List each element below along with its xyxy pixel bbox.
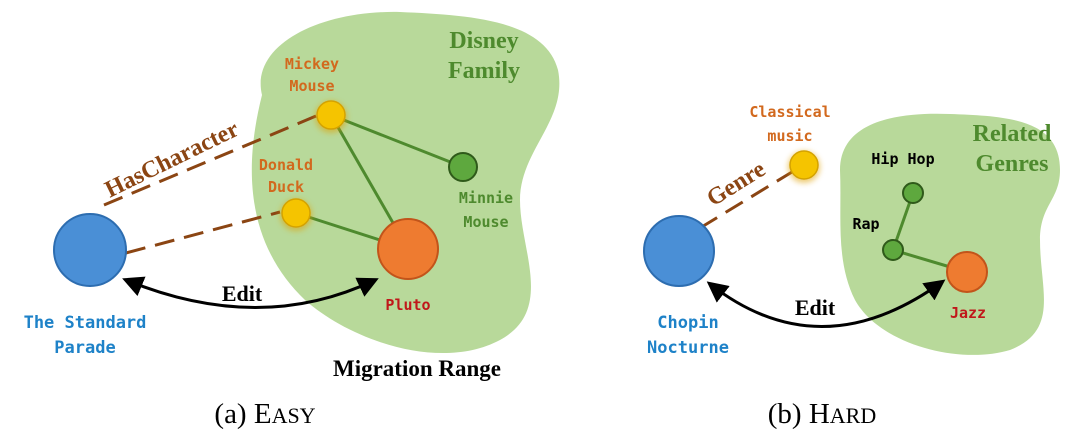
label-donald-line1: Donald: [259, 156, 313, 174]
caption-easy: (a) EASY: [214, 398, 315, 430]
node-rap: [882, 239, 904, 261]
node-minnie-mouse: [448, 152, 478, 182]
label-minnie-line2: Mouse: [463, 213, 508, 231]
label-classical-line2: music: [767, 127, 812, 145]
label-chopin-line2: Nocturne: [647, 338, 729, 358]
label-donald-line2: Duck: [268, 178, 304, 196]
node-mickey-mouse: [316, 100, 346, 130]
label-pluto: Pluto: [385, 296, 430, 314]
label-chopin-line1: Chopin: [657, 313, 718, 333]
relation-line-to-donald: [125, 210, 281, 255]
caption-hard: (b) HARD: [768, 398, 876, 430]
label-rap: Rap: [852, 215, 879, 233]
panel-hard: Related Genres Genre Classical music Hip…: [643, 103, 1060, 430]
label-jazz: Jazz: [950, 304, 986, 322]
panel-easy: Disney Family HasCharacter Mickey Mouse …: [24, 11, 560, 430]
label-subject-line2: Parade: [54, 338, 115, 358]
relation-line-to-mickey: [103, 114, 317, 207]
node-donald-duck: [281, 198, 311, 228]
edit-arrow-b: [706, 279, 946, 328]
edit-arrow-a: [122, 276, 379, 309]
label-minnie-line1: Minnie: [459, 189, 513, 207]
edit-label-a: Edit: [222, 281, 263, 306]
edge-mickey-minnie: [330, 113, 464, 169]
disney-family-region: [251, 11, 560, 354]
edit-label-b: Edit: [795, 295, 836, 320]
group-title-disney-line2: Family: [448, 58, 520, 84]
node-jazz: [946, 251, 988, 293]
node-hip-hop: [902, 182, 924, 204]
node-classical-music: [789, 150, 819, 180]
group-title-related-line1: Related: [973, 121, 1052, 147]
label-classical-line1: Classical: [749, 103, 830, 121]
group-title-disney-line1: Disney: [449, 28, 518, 54]
node-chopin-nocturne: [643, 215, 715, 287]
label-mickey-line1: Mickey: [285, 55, 339, 73]
node-pluto: [377, 218, 439, 280]
migration-range-label: Migration Range: [333, 356, 501, 381]
label-hip-hop: Hip Hop: [871, 150, 934, 168]
relation-label-hascharacter: HasCharacter: [101, 116, 243, 203]
relation-label-genre: Genre: [702, 156, 770, 212]
label-subject-line1: The Standard: [24, 313, 147, 333]
relation-line-to-classical: [699, 170, 793, 230]
node-the-standard-parade: [53, 213, 127, 287]
group-title-related-line2: Genres: [976, 151, 1049, 177]
label-mickey-line2: Mouse: [289, 77, 334, 95]
